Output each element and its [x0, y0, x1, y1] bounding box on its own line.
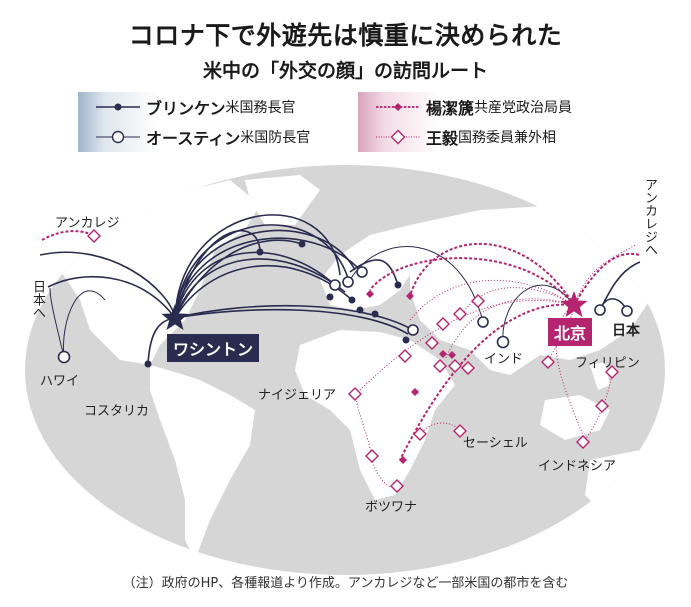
- legend-wang: 王毅国務委員兼外相: [376, 125, 636, 149]
- legend-yang: 楊潔篪共産党政治局員: [376, 95, 636, 119]
- map-subtitle: 米中の「外交の顔」の訪問ルート: [202, 60, 488, 82]
- us-routes: [39, 214, 641, 365]
- dotted-line-open-diamond-icon: [376, 129, 420, 145]
- legend-us: ブリンケン米国務長官 オースティン米国防長官: [78, 92, 346, 152]
- japan-label: 日本: [612, 323, 640, 339]
- legend-china: 楊潔篪共産党政治局員 王毅国務委員兼外相: [358, 92, 636, 152]
- dashed-line-diamond-icon: [376, 103, 420, 111]
- costa-rica-label: コスタリカ: [84, 404, 150, 419]
- philippines-label: フィリピン: [575, 356, 640, 371]
- beijing-label: 北京: [548, 318, 593, 346]
- botswana-label: ボツワナ: [365, 500, 418, 515]
- star-icons: [161, 291, 588, 330]
- solid-line-dot-icon: [96, 103, 140, 111]
- map-title: コロナ下で外遊先は慎重に決められた: [128, 21, 563, 50]
- to-japan-label: 日本へ: [30, 280, 45, 319]
- legend-blinken: ブリンケン米国務長官: [96, 95, 346, 119]
- indonesia-label: インドネシア: [538, 459, 617, 474]
- anchorage-west-label: アンカレジ: [55, 216, 120, 231]
- washington-label: ワシントン: [167, 334, 260, 362]
- seychelles-label: セーシェル: [463, 436, 528, 451]
- austin-stops: [57, 266, 633, 364]
- beijing-star-icon: [560, 291, 588, 317]
- washington-star-icon: [161, 304, 189, 330]
- wang-stops: [87, 229, 619, 493]
- nigeria-label: ナイジェリア: [258, 388, 337, 403]
- to-anchorage-label: アンカレジへ: [642, 178, 657, 256]
- legend-austin: オースティン米国防長官: [96, 125, 346, 149]
- india-label: インド: [484, 352, 524, 367]
- hawaii-label: ハワイ: [40, 374, 80, 389]
- yang-stops: [366, 290, 456, 464]
- footnote: （注）政府のHP、各種報道より作成。アンカレジなど一部米国の都市を含む: [122, 576, 569, 591]
- line-open-circle-icon: [96, 130, 140, 144]
